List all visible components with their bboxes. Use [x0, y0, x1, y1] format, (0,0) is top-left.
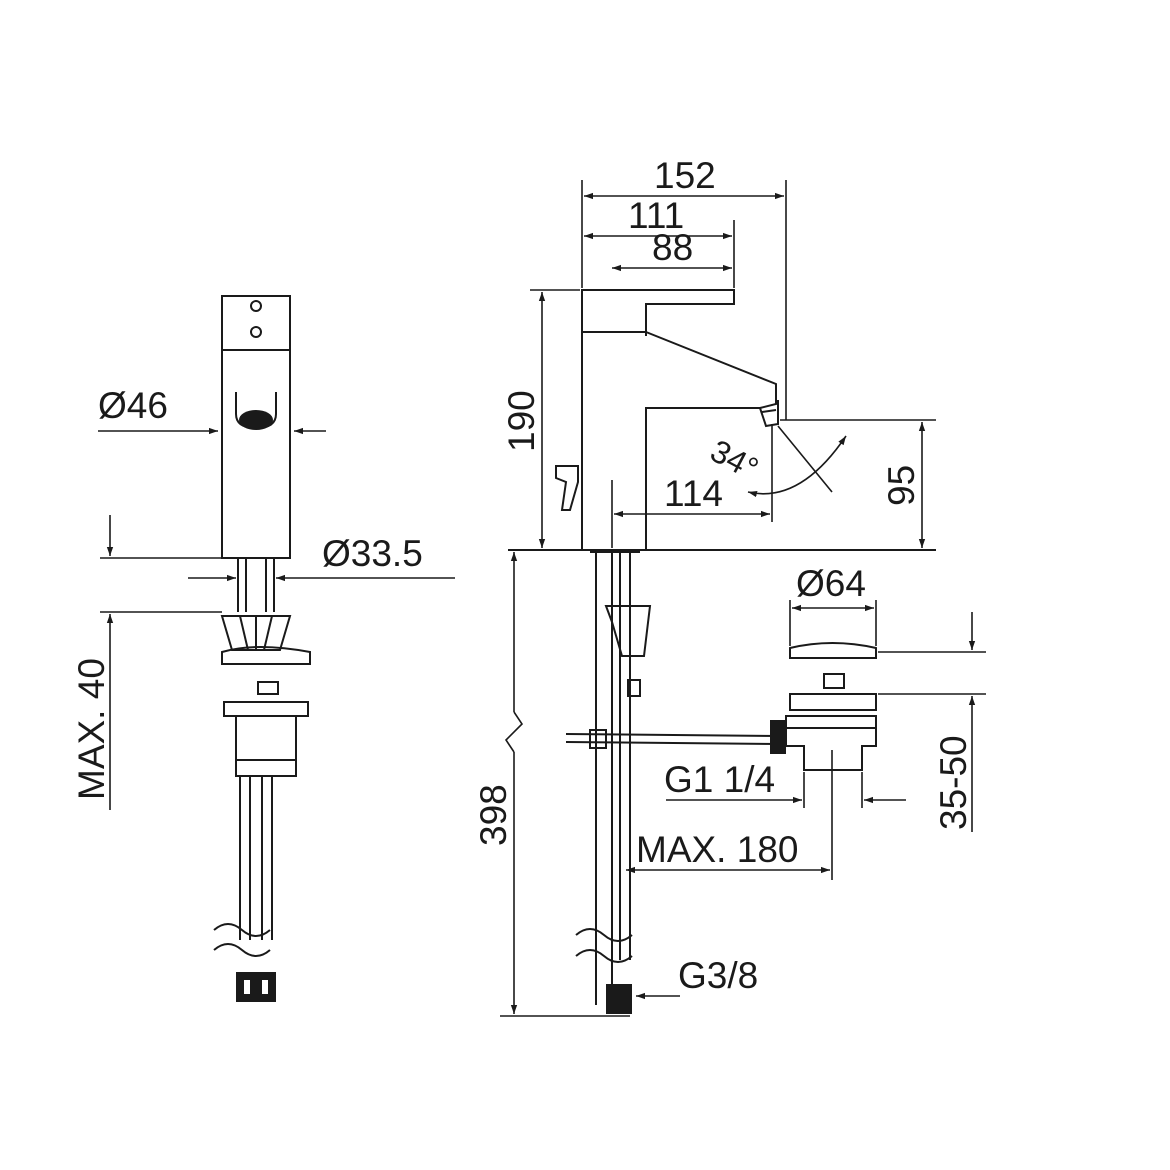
dim-190: 190: [501, 390, 542, 452]
dim-114: 114: [664, 473, 723, 514]
indicator-dot-icon: [250, 300, 262, 312]
waste-plug: [789, 642, 877, 659]
dim-398: 398: [473, 784, 514, 846]
dim-95: 95: [881, 465, 922, 506]
dim-88: 88: [652, 227, 693, 268]
dim-g3-8: G3/8: [678, 955, 758, 996]
dim-max-180: MAX. 180: [636, 829, 798, 870]
hose-end-fitting-icon: [236, 972, 276, 1002]
dim-max-40: MAX. 40: [71, 658, 112, 800]
dim-152: 152: [654, 155, 716, 196]
aerator-outlet-icon: [239, 410, 273, 430]
g38-fitting-icon: [606, 984, 632, 1014]
rod-clamp-icon: [770, 720, 786, 754]
mixer-body-side: [581, 331, 777, 551]
lever-handle: [581, 289, 735, 333]
front-view: Ø46 Ø33.5 MAX. 40: [71, 295, 455, 1002]
side-view: 152 111 88 190 114 95 34° Ø64 35-: [473, 155, 986, 1017]
dim-diameter-64: Ø64: [796, 563, 866, 604]
dim-111: 111: [628, 195, 684, 236]
dim-diameter-46: Ø46: [98, 385, 168, 426]
mixer-body-front: [221, 295, 291, 559]
dim-35-50: 35-50: [933, 735, 974, 830]
dim-diameter-33-5: Ø33.5: [322, 533, 423, 574]
dim-g1-1-4: G1 1/4: [664, 759, 775, 800]
